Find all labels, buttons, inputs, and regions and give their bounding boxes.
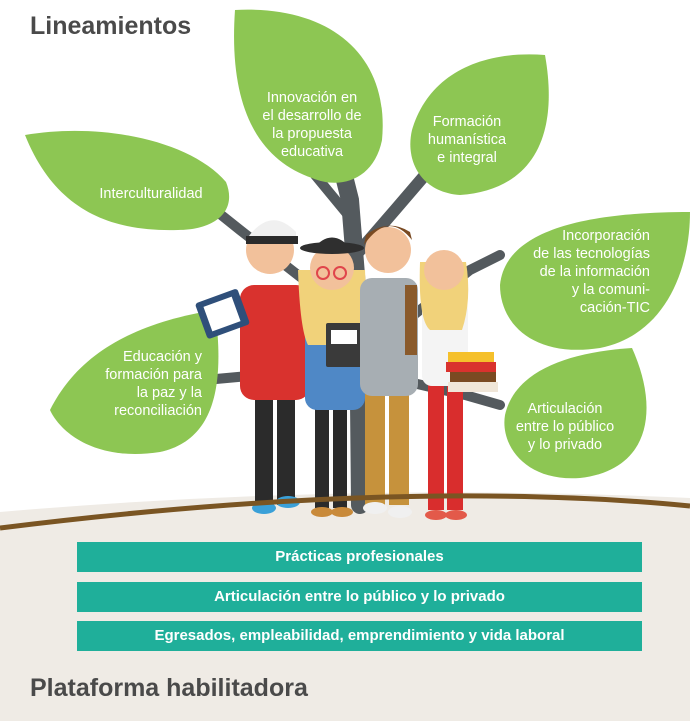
leaf-innovacion <box>234 9 383 183</box>
branch-innovacion <box>310 170 353 220</box>
leaf-label-articulacion: Articulación entre lo público y lo priva… <box>515 401 615 453</box>
leaf-formacion <box>410 54 549 195</box>
platform-bar-articulacion: Articulación entre lo público y lo priva… <box>77 582 642 612</box>
lineamientos-title: Lineamientos <box>30 12 192 40</box>
leaf-articulacion <box>504 348 647 479</box>
leaf-label-formacion: Formación humanística e integral <box>427 114 507 166</box>
branch-articulacion <box>395 375 505 410</box>
branch-tic <box>390 250 505 335</box>
leaf-interculturalidad <box>25 130 230 231</box>
student-red-hoodie <box>195 220 310 514</box>
platform-bar-practicas: Prácticas profesionales <box>77 542 642 572</box>
leaf-label-paz: Educación y formación para la paz y la r… <box>105 349 202 419</box>
leaf-paz <box>50 310 219 454</box>
leaf-tic <box>500 212 690 350</box>
student-grey-sweater <box>360 225 418 518</box>
students-group <box>195 220 498 520</box>
platform-bar-egresados: Egresados, empleabilidad, emprendimiento… <box>77 621 642 651</box>
plataforma-title: Plataforma habilitadora <box>30 674 308 702</box>
student-denim-jacket <box>298 237 366 517</box>
leaf-label-tic: Incorporación de las tecnologías de la i… <box>533 228 650 316</box>
ground-line <box>0 493 690 531</box>
tree-leaves <box>25 9 690 479</box>
leaf-label-innovacion: Innovación en el desarrollo de la propue… <box>262 90 362 160</box>
leaf-label-interculturalidad: Interculturalidad <box>99 186 203 202</box>
student-blonde-red-pants <box>419 250 498 520</box>
